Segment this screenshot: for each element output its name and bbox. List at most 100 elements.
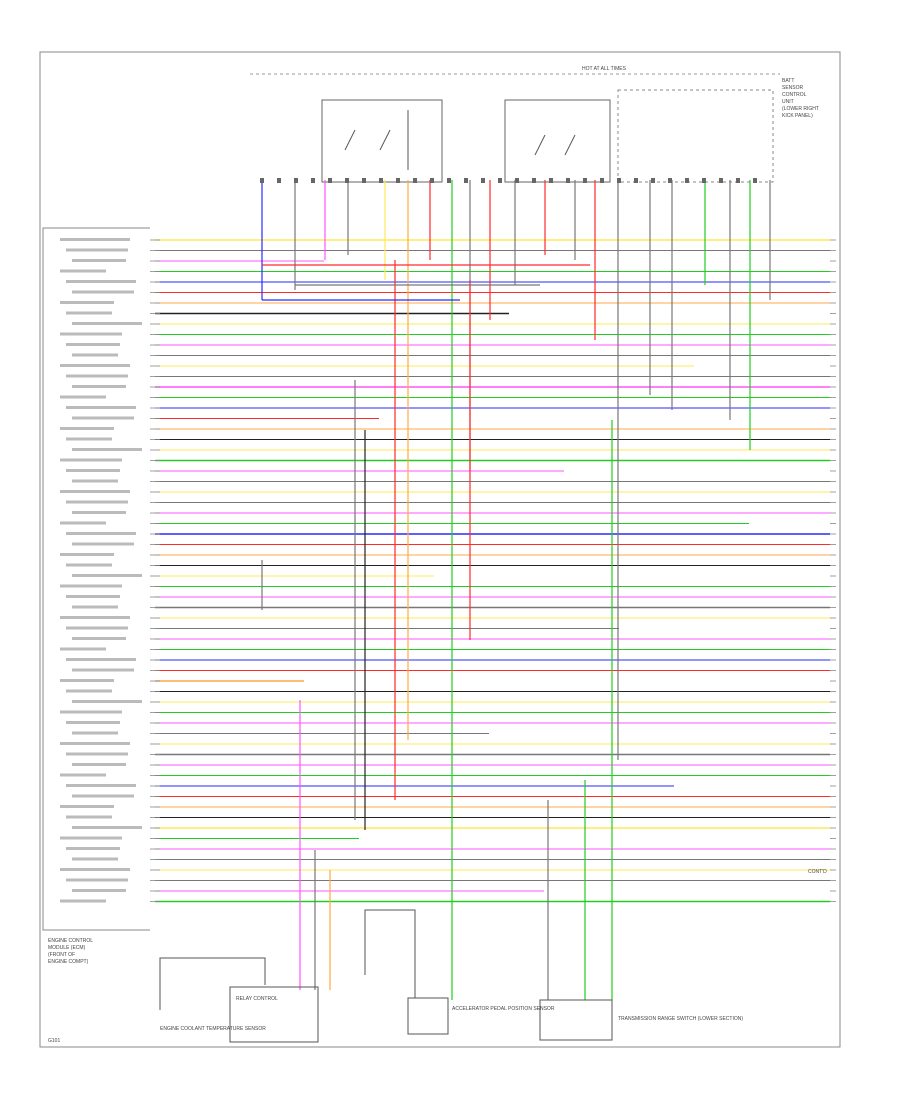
pin-label-bar <box>66 437 112 441</box>
pin-label-bar <box>72 889 126 892</box>
pin-label-bar <box>60 773 106 777</box>
right-edge-terminals <box>830 239 836 902</box>
connector-pin <box>685 178 689 183</box>
top-connector-labels: BATT SENSOR CONTROL UNIT (LOWER RIGHT KI… <box>782 78 819 119</box>
connector-pin <box>583 178 587 183</box>
pin-label-bar <box>60 238 130 241</box>
pin-label-bar <box>60 521 106 525</box>
pin-label-bar <box>72 700 142 703</box>
pin-label-bar <box>60 364 130 367</box>
connector-pin <box>549 178 553 183</box>
top-label-2: SENSOR <box>782 85 804 91</box>
connector-pin <box>328 178 332 183</box>
ecm-title-line-2: MODULE (ECM) <box>48 945 86 951</box>
connector-pin <box>362 178 366 183</box>
bottom-label-4: TRANSMISSION RANGE SWITCH (LOWER SECTION… <box>618 1016 743 1022</box>
bottom-label-3: ACCELERATOR PEDAL POSITION SENSOR <box>452 1006 555 1012</box>
accelerator-sensor-box <box>407 997 449 1035</box>
pin-label-bar <box>60 742 130 745</box>
ecm-title-line-1: ENGINE CONTROL <box>48 938 93 944</box>
relay-control-box <box>229 986 319 1043</box>
relay-box-2 <box>504 99 611 183</box>
pin-label-bar <box>66 815 112 819</box>
pin-label-bar <box>72 826 142 829</box>
connector-pin <box>600 178 604 183</box>
right-edge-marker: CONT'D <box>808 869 827 875</box>
bottom-label-1: ENGINE COOLANT TEMPERATURE SENSOR <box>160 1026 266 1032</box>
connector-pin <box>498 178 502 183</box>
connector-pin <box>668 178 672 183</box>
trans-range-switch-box <box>539 999 613 1041</box>
connector-pin <box>532 178 536 183</box>
pin-label-bar <box>60 332 122 336</box>
connector-pin <box>617 178 621 183</box>
pin-label-bar <box>72 259 126 262</box>
wire-runs <box>150 180 830 1000</box>
pin-label-bar <box>66 311 112 315</box>
pin-label-bar <box>66 280 136 283</box>
pin-label-bar <box>72 385 126 388</box>
pin-label-bar <box>60 647 106 651</box>
top-label-6: KICK PANEL) <box>782 113 813 119</box>
pin-label-bar <box>72 479 118 483</box>
ecm-title-line-4: ENGINE COMPT) <box>48 959 89 965</box>
pin-label-bar <box>72 668 134 672</box>
diagram-border <box>39 51 841 1048</box>
ecm-title-line-3: (FRONT OF <box>48 952 75 958</box>
relay-box-1 <box>321 99 443 183</box>
pin-label-bar <box>72 542 134 546</box>
pin-label-bar <box>72 448 142 451</box>
pin-label-bar <box>72 605 118 609</box>
pin-label-bar <box>60 301 114 304</box>
coolant-sensor-lead <box>159 957 266 1010</box>
pin-label-bar <box>60 427 114 430</box>
connector-pin <box>481 178 485 183</box>
connector-pin <box>566 178 570 183</box>
bottom-label-2: RELAY CONTROL <box>236 996 278 1002</box>
pin-label-bar <box>72 731 118 735</box>
connector-pin <box>464 178 468 183</box>
pin-label-bar <box>60 805 114 808</box>
pin-label-bar <box>60 616 130 619</box>
pin-label-bar <box>66 563 112 567</box>
pin-label-bar <box>66 784 136 787</box>
ecm-module-outline <box>42 227 150 931</box>
connector-pin <box>311 178 315 183</box>
connector-pin <box>277 178 281 183</box>
pin-label-bar <box>60 490 130 493</box>
pin-label-bar <box>66 500 128 504</box>
pin-label-bar <box>66 878 128 882</box>
pin-label-bar <box>72 416 134 420</box>
top-connector-pins <box>260 178 757 183</box>
pin-label-bar <box>72 511 126 514</box>
connector-pin <box>634 178 638 183</box>
pin-label-bar <box>66 689 112 693</box>
ecm-module-title: ENGINE CONTROL MODULE (ECM) (FRONT OF EN… <box>48 938 93 965</box>
connector-pin <box>345 178 349 183</box>
connector-pin <box>396 178 400 183</box>
connector-pin <box>651 178 655 183</box>
connector-pin <box>294 178 298 183</box>
connector-pin <box>753 178 757 183</box>
connector-pin <box>430 178 434 183</box>
pin-label-bar <box>66 248 128 252</box>
ground-label: G101 <box>48 1038 60 1044</box>
pin-label-bar <box>66 721 120 724</box>
pin-label-bar <box>72 353 118 357</box>
pin-label-bar <box>72 763 126 766</box>
pin-label-bar <box>60 679 114 682</box>
pin-label-bar <box>60 899 106 903</box>
fuse-box-label: HOT AT ALL TIMES <box>582 66 627 72</box>
pin-label-bar <box>60 836 122 840</box>
pin-label-bar <box>72 322 142 325</box>
connector-pin <box>719 178 723 183</box>
pin-label-bar <box>66 374 128 378</box>
connector-pin <box>379 178 383 183</box>
connector-pin <box>447 178 451 183</box>
pin-label-bar <box>60 584 122 588</box>
pin-label-bar <box>60 868 130 871</box>
junction-box <box>617 89 774 183</box>
pin-label-bar <box>66 595 120 598</box>
relay-switch-sketches <box>344 110 576 170</box>
